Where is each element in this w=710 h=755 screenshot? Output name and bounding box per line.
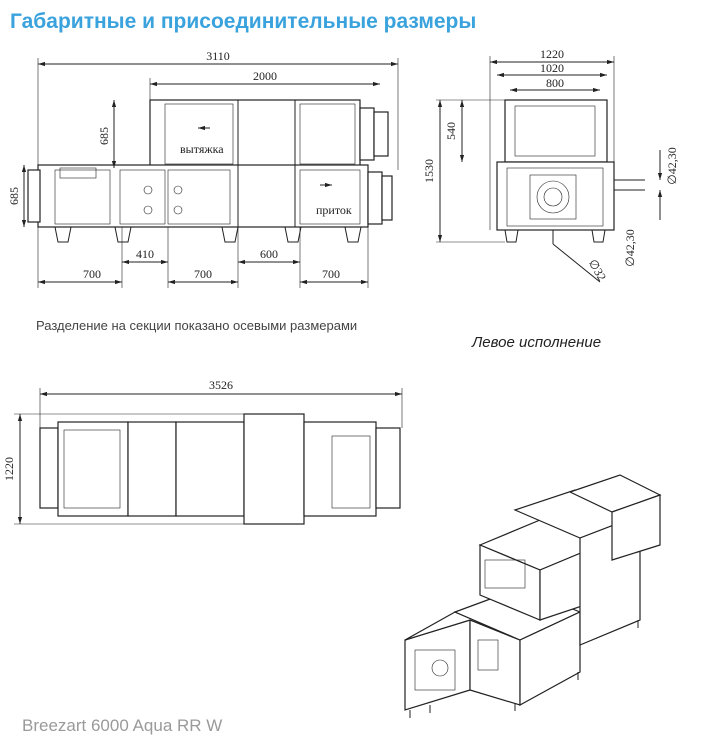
dim-700-mid: 700	[194, 267, 212, 281]
pipe-right-dim: ∅42,30	[665, 147, 679, 184]
front-upper	[504, 99, 608, 163]
section-note: Разделение на секции показано осевыми ра…	[36, 318, 358, 333]
front-lower	[496, 161, 615, 231]
dim-685-lower: 685	[7, 187, 21, 205]
dim-1530: 1530	[422, 159, 436, 183]
dim-1220-top: 1220	[2, 457, 16, 481]
page-title: Габаритные и присоединительные размеры	[10, 10, 477, 33]
front-view: 1220 1020 800 540 1530 ∅42,30 ∅42,30 ∅32	[422, 47, 679, 283]
exhaust-label: вытяжка	[180, 142, 224, 156]
isometric-view	[404, 474, 662, 718]
dim-1220: 1220	[540, 47, 564, 61]
variant-label: Левое исполнение	[472, 334, 602, 351]
side-view: вытяжка приток 3110 2000 685 685 410 600…	[7, 49, 399, 288]
model-name: Breezart 6000 Aqua RR W	[22, 716, 223, 735]
dim-410: 410	[136, 247, 154, 261]
dim-700-right: 700	[322, 267, 340, 281]
dim-1020: 1020	[540, 61, 564, 75]
pipe-bottom-dim: ∅42,30	[623, 229, 637, 266]
dim-540: 540	[444, 122, 458, 140]
dim-800: 800	[546, 76, 564, 90]
top-view: 3526 1220	[2, 378, 403, 525]
dim-600: 600	[260, 247, 278, 261]
dim-2000: 2000	[253, 69, 277, 83]
drain-dim: ∅32	[586, 257, 609, 283]
lower-unit	[37, 164, 369, 228]
supply-label: приток	[316, 203, 352, 217]
dim-3526: 3526	[209, 378, 233, 392]
upper-unit	[149, 99, 361, 169]
dim-700-left: 700	[83, 267, 101, 281]
dim-685-upper: 685	[97, 127, 111, 145]
dim-3110: 3110	[206, 49, 230, 63]
